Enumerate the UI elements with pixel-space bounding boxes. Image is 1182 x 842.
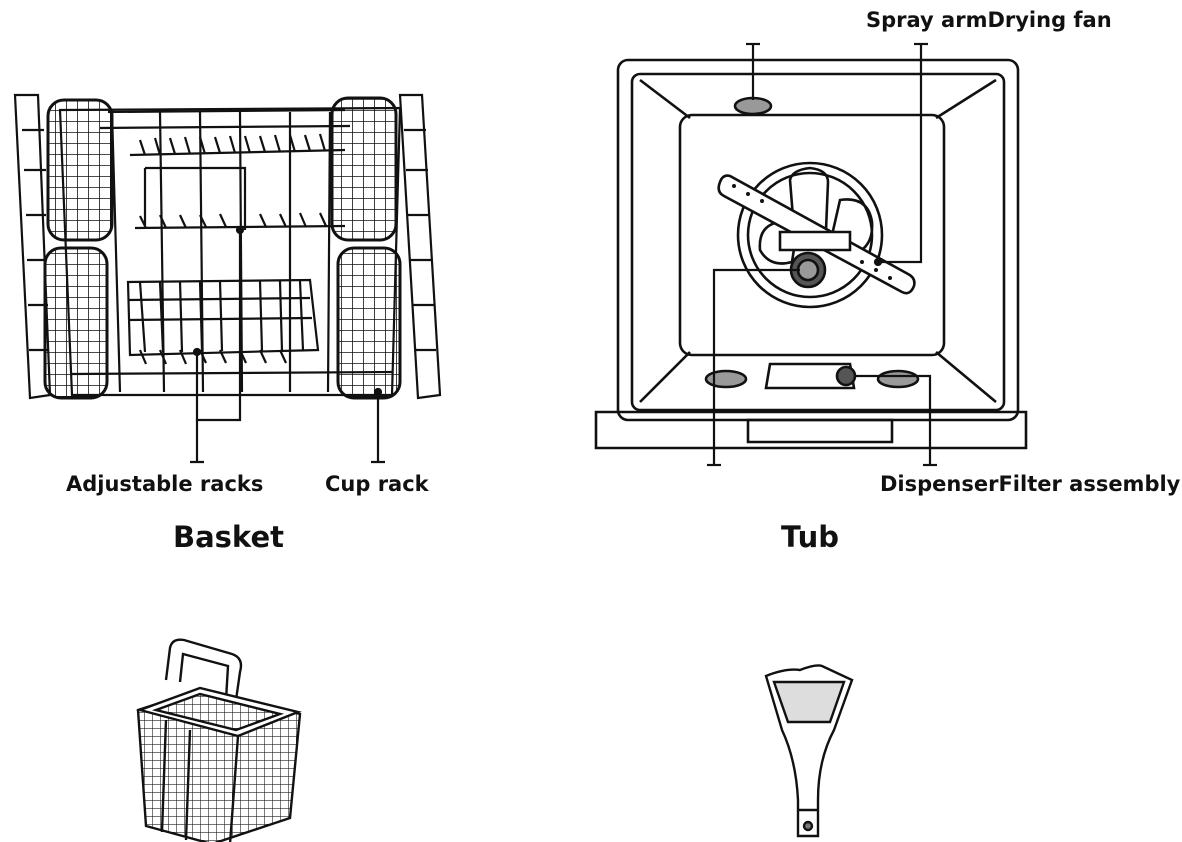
caption-tub: Tub	[781, 520, 839, 554]
label-spray-arm: Spray arm	[866, 8, 988, 32]
label-dispenser-filter-assembly: DispenserFilter assembly	[880, 472, 1180, 496]
label-dispenser: Dispenser	[880, 472, 999, 496]
label-filter-assembly: Filter assembly	[998, 472, 1181, 496]
basket-side-panels	[43, 96, 402, 400]
tub-callouts	[707, 42, 937, 467]
label-drying-fan: Drying fan	[987, 8, 1112, 32]
caption-basket: Basket	[173, 520, 284, 554]
basket-callouts	[190, 225, 385, 464]
label-spray-arm-drying-fan: Spray armDrying fan	[866, 8, 1112, 32]
tub-illustration	[594, 58, 1028, 450]
basket-illustration	[13, 93, 442, 400]
label-cup-rack: Cup rack	[325, 472, 429, 496]
tub-spray-arm-holes	[732, 184, 892, 280]
label-adjustable-racks: Adjustable racks	[66, 472, 264, 496]
cutlery-basket-illustration	[136, 638, 302, 842]
funnel-illustration	[764, 664, 854, 838]
